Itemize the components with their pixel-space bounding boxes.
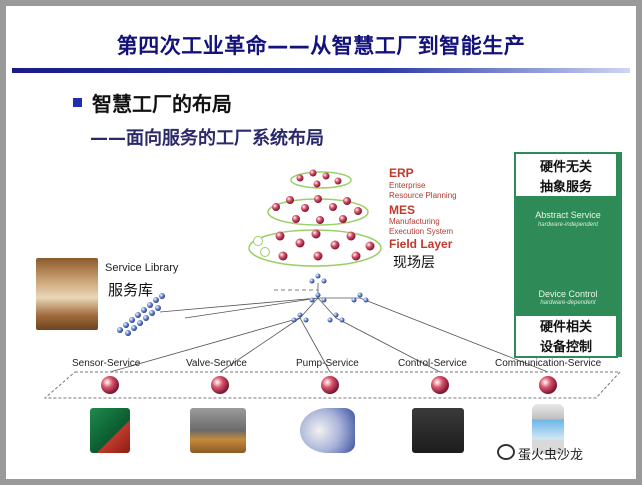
service-library-cn-label: 服务库 xyxy=(108,281,154,299)
mes-nodes xyxy=(272,195,362,224)
service-library-chain xyxy=(117,293,165,336)
hw-dependent-line-2: 设备控制 xyxy=(539,340,592,355)
erp-label: ERP xyxy=(389,166,414,180)
service-library-label: Service Library xyxy=(105,262,179,274)
erp-sub-label-1: Enterprise xyxy=(389,181,426,190)
service-node-mid xyxy=(309,292,369,303)
sensor-device-image xyxy=(90,408,130,453)
slide-subheading: ——面向服务的工厂系统布局 xyxy=(90,128,324,149)
field-nodes xyxy=(253,229,375,261)
service-bus-nodes xyxy=(101,376,557,394)
pump-device-image xyxy=(300,408,355,453)
controller-device-image xyxy=(412,408,464,453)
erp-nodes xyxy=(296,169,342,188)
erp-sub-label-2: Resource Planning xyxy=(389,191,457,200)
hw-independent-line-2: 抽象服务 xyxy=(539,180,592,195)
books-image xyxy=(36,258,98,330)
service-node-top xyxy=(309,273,327,284)
device-control-label: Device Control xyxy=(538,289,598,299)
field-layer-label: Field Layer xyxy=(389,237,453,251)
sensor-service-label: Sensor-Service xyxy=(72,358,141,369)
service-bus xyxy=(43,371,622,399)
mes-label: MES xyxy=(389,203,416,217)
control-service-label: Control-Service xyxy=(398,358,467,369)
hardware-independent-label: hardware-independent xyxy=(537,222,599,228)
handheld-device-image xyxy=(532,404,564,454)
network-links xyxy=(109,283,549,373)
abstract-service-label: Abstract Service xyxy=(535,210,601,220)
slide-heading: 智慧工厂的布局 xyxy=(92,92,232,116)
communication-service-label: Communication-Service xyxy=(495,358,602,369)
title-underline xyxy=(12,68,630,73)
mes-sub-label-1: Manufacturing xyxy=(389,217,440,226)
service-node-low xyxy=(291,312,345,323)
valve-service-label: Valve-Service xyxy=(186,358,247,369)
hw-independent-line-1: 硬件无关 xyxy=(539,160,592,175)
hardware-independent-box: 硬件无关 抽象服务 xyxy=(514,152,618,198)
mes-sub-label-2: Execution System xyxy=(389,227,454,236)
slide-title: 第四次工业革命——从智慧工厂到智能生产 xyxy=(116,34,526,58)
field-layer-cn-label: 现场层 xyxy=(393,255,435,271)
hardware-dependent-label: hardware-dependent xyxy=(540,300,596,306)
erp-ring xyxy=(290,171,352,189)
valve-device-image xyxy=(190,408,246,453)
wechat-icon xyxy=(497,444,515,460)
pump-service-label: Pump-Service xyxy=(296,358,359,369)
hardware-dependent-box: 硬件相关 设备控制 xyxy=(514,314,618,358)
hw-dependent-line-1: 硬件相关 xyxy=(539,320,592,335)
bullet-square-icon xyxy=(73,98,82,107)
watermark-text: 蛋火虫沙龙 xyxy=(518,448,584,463)
